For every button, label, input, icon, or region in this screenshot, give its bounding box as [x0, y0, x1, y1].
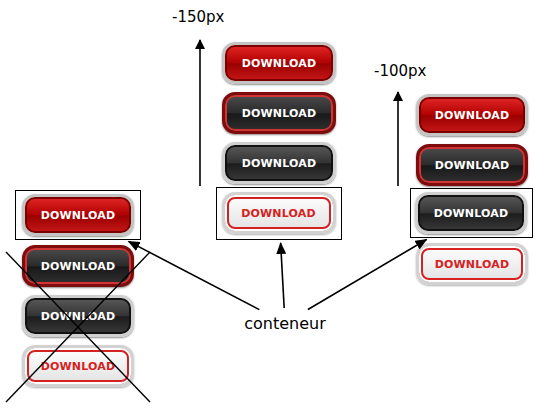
button-text: DOWNLOAD	[435, 258, 510, 271]
button-text: DOWNLOAD	[41, 310, 116, 323]
sprite-button: DOWNLOAD	[416, 94, 528, 136]
sprite-button: DOWNLOAD	[222, 192, 336, 234]
offset-label: -150px	[172, 8, 224, 26]
sprite-button: DOWNLOAD	[222, 42, 336, 84]
cross-out-line	[6, 252, 150, 402]
cross-out-line	[6, 252, 150, 402]
container-frame: DOWNLOAD	[410, 188, 533, 238]
callout-node: conteneur	[238, 311, 332, 335]
sprite-button: DOWNLOAD	[222, 142, 336, 184]
button-text: DOWNLOAD	[242, 157, 317, 170]
sprite-button: DOWNLOAD	[222, 92, 336, 134]
container-frame: DOWNLOAD	[216, 187, 342, 240]
button-text: DOWNLOAD	[241, 207, 316, 220]
offset-arrow	[199, 40, 201, 186]
sprite-button: DOWNLOAD	[416, 144, 528, 186]
sprite-button: DOWNLOAD	[415, 192, 527, 234]
pointer-arrow	[308, 240, 427, 310]
button-text: DOWNLOAD	[435, 109, 510, 122]
container-frame: DOWNLOAD	[15, 190, 141, 240]
offset-arrow	[397, 92, 399, 186]
button-text: DOWNLOAD	[435, 159, 510, 172]
offset-label: -100px	[374, 62, 426, 80]
button-text: DOWNLOAD	[434, 207, 509, 220]
button-text: DOWNLOAD	[242, 57, 317, 70]
button-text: DOWNLOAD	[242, 107, 317, 120]
callout-text: conteneur	[244, 314, 326, 333]
button-text: DOWNLOAD	[41, 360, 116, 373]
sprite-button: DOWNLOAD	[416, 243, 528, 285]
sprite-button: DOWNLOAD	[22, 194, 134, 236]
button-text: DOWNLOAD	[41, 209, 116, 222]
pointer-arrow	[281, 243, 285, 308]
sprite-button: DOWNLOAD	[22, 345, 134, 387]
button-text: DOWNLOAD	[41, 260, 116, 273]
pointer-arrow	[129, 241, 260, 309]
sprite-button: DOWNLOAD	[22, 295, 134, 337]
sprite-button: DOWNLOAD	[22, 245, 134, 287]
